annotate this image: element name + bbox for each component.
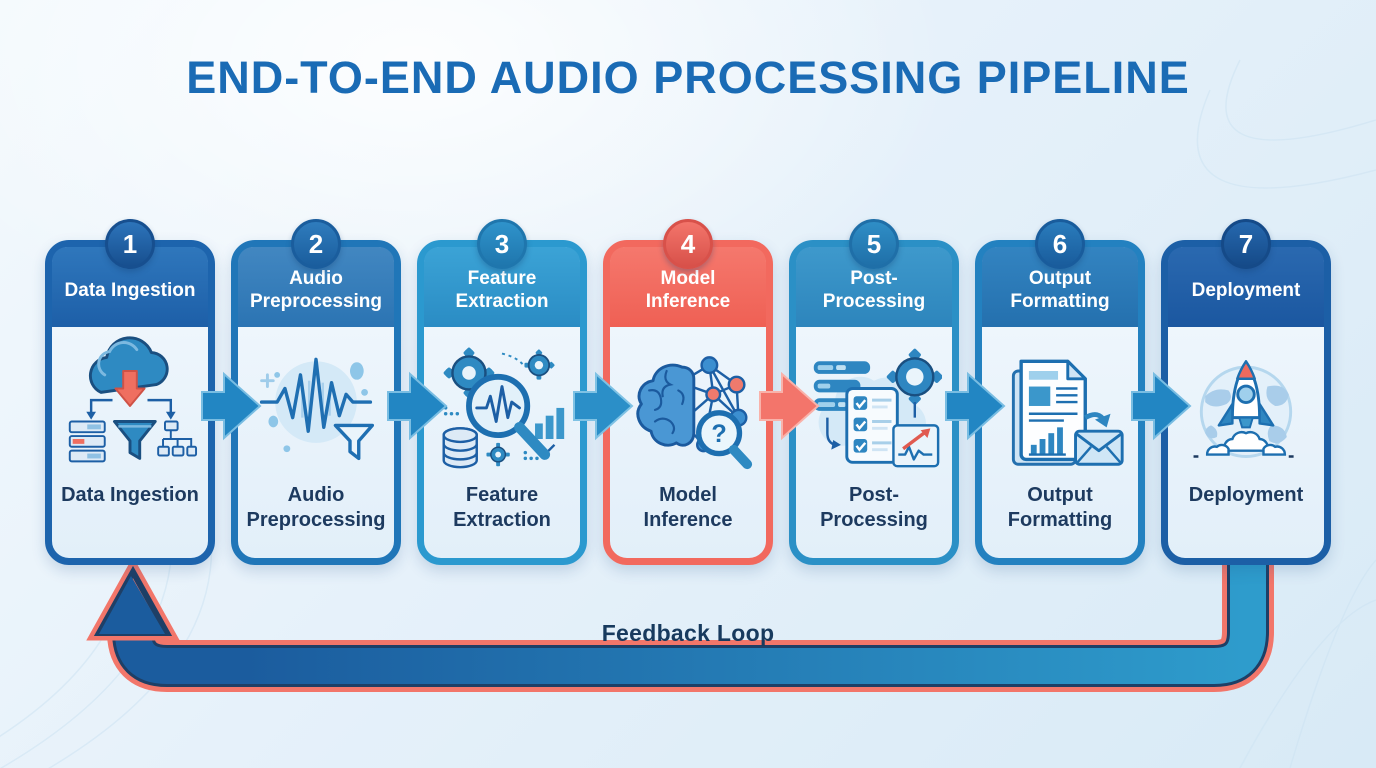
flow-arrow-right-icon [759,371,820,441]
page-title: END-TO-END AUDIO PROCESSING PIPELINE [186,52,1190,103]
stage-number-badge: 4 [663,219,713,269]
flow-arrow-right-icon [573,371,634,441]
stage-card-model-inference[interactable]: 4 Model Inference [603,219,773,565]
svg-text:?: ? [711,420,726,448]
stage-card-data-ingestion[interactable]: 1 Data Ingestion [45,219,215,565]
stage-number: 6 [1052,228,1068,259]
stage-header-label: Model Inference [645,268,731,312]
stage-header-label: Output Formatting [1010,268,1110,312]
feedback-loop-label: Feedback Loop [601,620,775,646]
stage-number: 4 [680,228,696,259]
stage-card-feature-extraction[interactable]: 3 Feature Extraction [417,219,587,565]
stage-card-output-formatting[interactable]: 6 Output Formatting [975,219,1145,565]
stage-header: Output Formatting [982,247,1138,327]
stage-number-badge: 1 [105,219,155,269]
document-report-envelope-icon [982,327,1138,479]
stage-card-deployment[interactable]: 7 Deployment [1161,219,1331,565]
stage-caption: Post-Processing [820,484,928,531]
stage-caption: Data Ingestion [61,484,199,506]
stage-caption: Output Formatting [1007,484,1113,531]
stage-number-badge: 3 [477,219,527,269]
waveform-funnel-icon [238,327,394,479]
checklist-gear-chart-icon [796,327,952,479]
stage-number: 1 [122,228,138,259]
stage-number-badge: 7 [1221,219,1271,269]
stage-caption: Model Inference [643,484,733,531]
flow-arrow-right-icon [387,371,448,441]
flow-arrow-right-icon [945,371,1006,441]
stage-caption: Audio Preprocessing [246,484,386,531]
cloud-download-funnel-icon [52,327,208,479]
stage-header-label: Deployment [1191,279,1301,301]
flow-arrow-right-icon [1131,371,1192,441]
stage-card-audio-preprocessing[interactable]: 2 Audio Preprocessing [231,219,401,565]
stage-caption: Deployment [1188,484,1304,506]
stage-number: 7 [1238,228,1254,259]
stage-header-label: Data Ingestion [64,279,196,301]
stage-number-badge: 6 [1035,219,1085,269]
stage-number: 3 [494,228,510,259]
stage-number-badge: 2 [291,219,341,269]
flow-arrow-right-icon [201,371,262,441]
stage-header: Audio Preprocessing [238,247,394,327]
stage-number-badge: 5 [849,219,899,269]
stage-number: 2 [308,228,324,259]
rocket-launch-globe-icon [1168,327,1324,479]
brain-neural-network-icon: ? [610,327,766,479]
magnifier-waveform-gears-icon [424,327,580,479]
stage-header-label: Audio Preprocessing [250,268,382,312]
stage-header-label: Feature Extraction [455,268,549,312]
stage-caption: Feature Extraction [453,484,551,531]
stage-header-label: Post-Processing [822,268,926,312]
stage-header: Model Inference [610,247,766,327]
stage-number: 5 [866,228,882,259]
